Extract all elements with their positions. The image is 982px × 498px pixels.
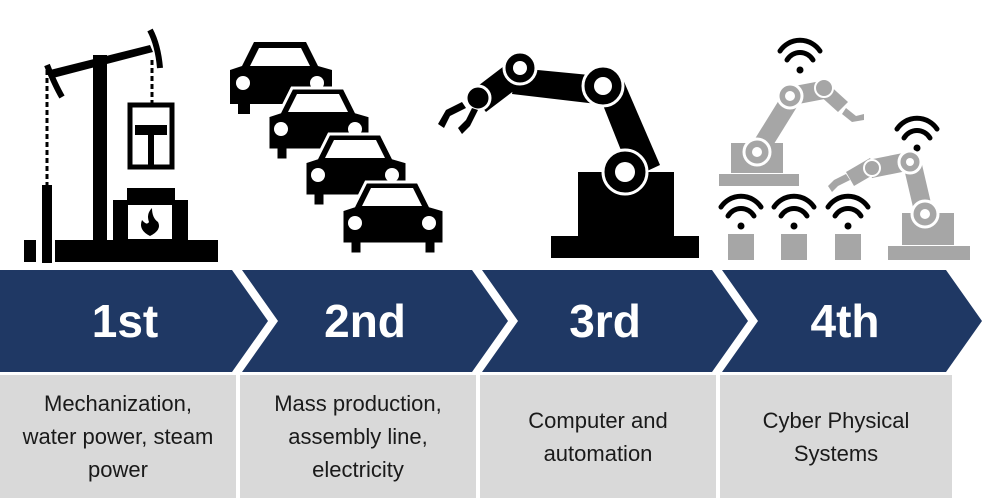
stage-1-label: 1st	[92, 295, 158, 347]
robot-arm-icon	[438, 50, 699, 258]
wifi-icon	[777, 37, 823, 74]
stage-1-description: Mechanization, water power, steam power	[22, 391, 214, 482]
stage-3-description: Computer and automation	[528, 407, 668, 466]
stage-descriptions: Mechanization, water power, steam power …	[0, 375, 982, 498]
stage-arrow-band: 1st 2nd 3rd 4th	[0, 270, 982, 372]
stage-3-description-box: Computer and automation	[480, 375, 716, 498]
wifi-icon	[718, 193, 764, 230]
stage-2-description-box: Mass production, assembly line, electric…	[240, 375, 476, 498]
stage-4-chevron	[722, 270, 982, 372]
stage-4-description: Cyber Physical Systems	[762, 407, 910, 466]
car-icon	[340, 180, 446, 256]
wifi-icon	[771, 193, 817, 230]
stage-2-description: Mass production, assembly line, electric…	[274, 391, 442, 482]
connected-robots-icon	[718, 37, 970, 260]
car-assembly-icon	[230, 42, 446, 256]
wifi-icon	[894, 115, 940, 152]
stage-2-chevron	[242, 270, 508, 372]
stage-4-label: 4th	[811, 295, 880, 347]
wifi-icon	[825, 193, 871, 230]
stage-3-chevron	[482, 270, 748, 372]
sensor-box-icon	[781, 234, 807, 260]
stage-1-chevron	[0, 270, 268, 372]
sensor-box-icon	[835, 234, 861, 260]
stage-2-label: 2nd	[324, 295, 406, 347]
stage-3-label: 3rd	[569, 295, 641, 347]
icons-row	[24, 28, 970, 263]
steam-engine-icon	[24, 28, 218, 263]
stage-1-description-box: Mechanization, water power, steam power	[0, 375, 236, 498]
sensor-box-icon	[728, 234, 754, 260]
stage-4-description-box: Cyber Physical Systems	[720, 375, 952, 498]
